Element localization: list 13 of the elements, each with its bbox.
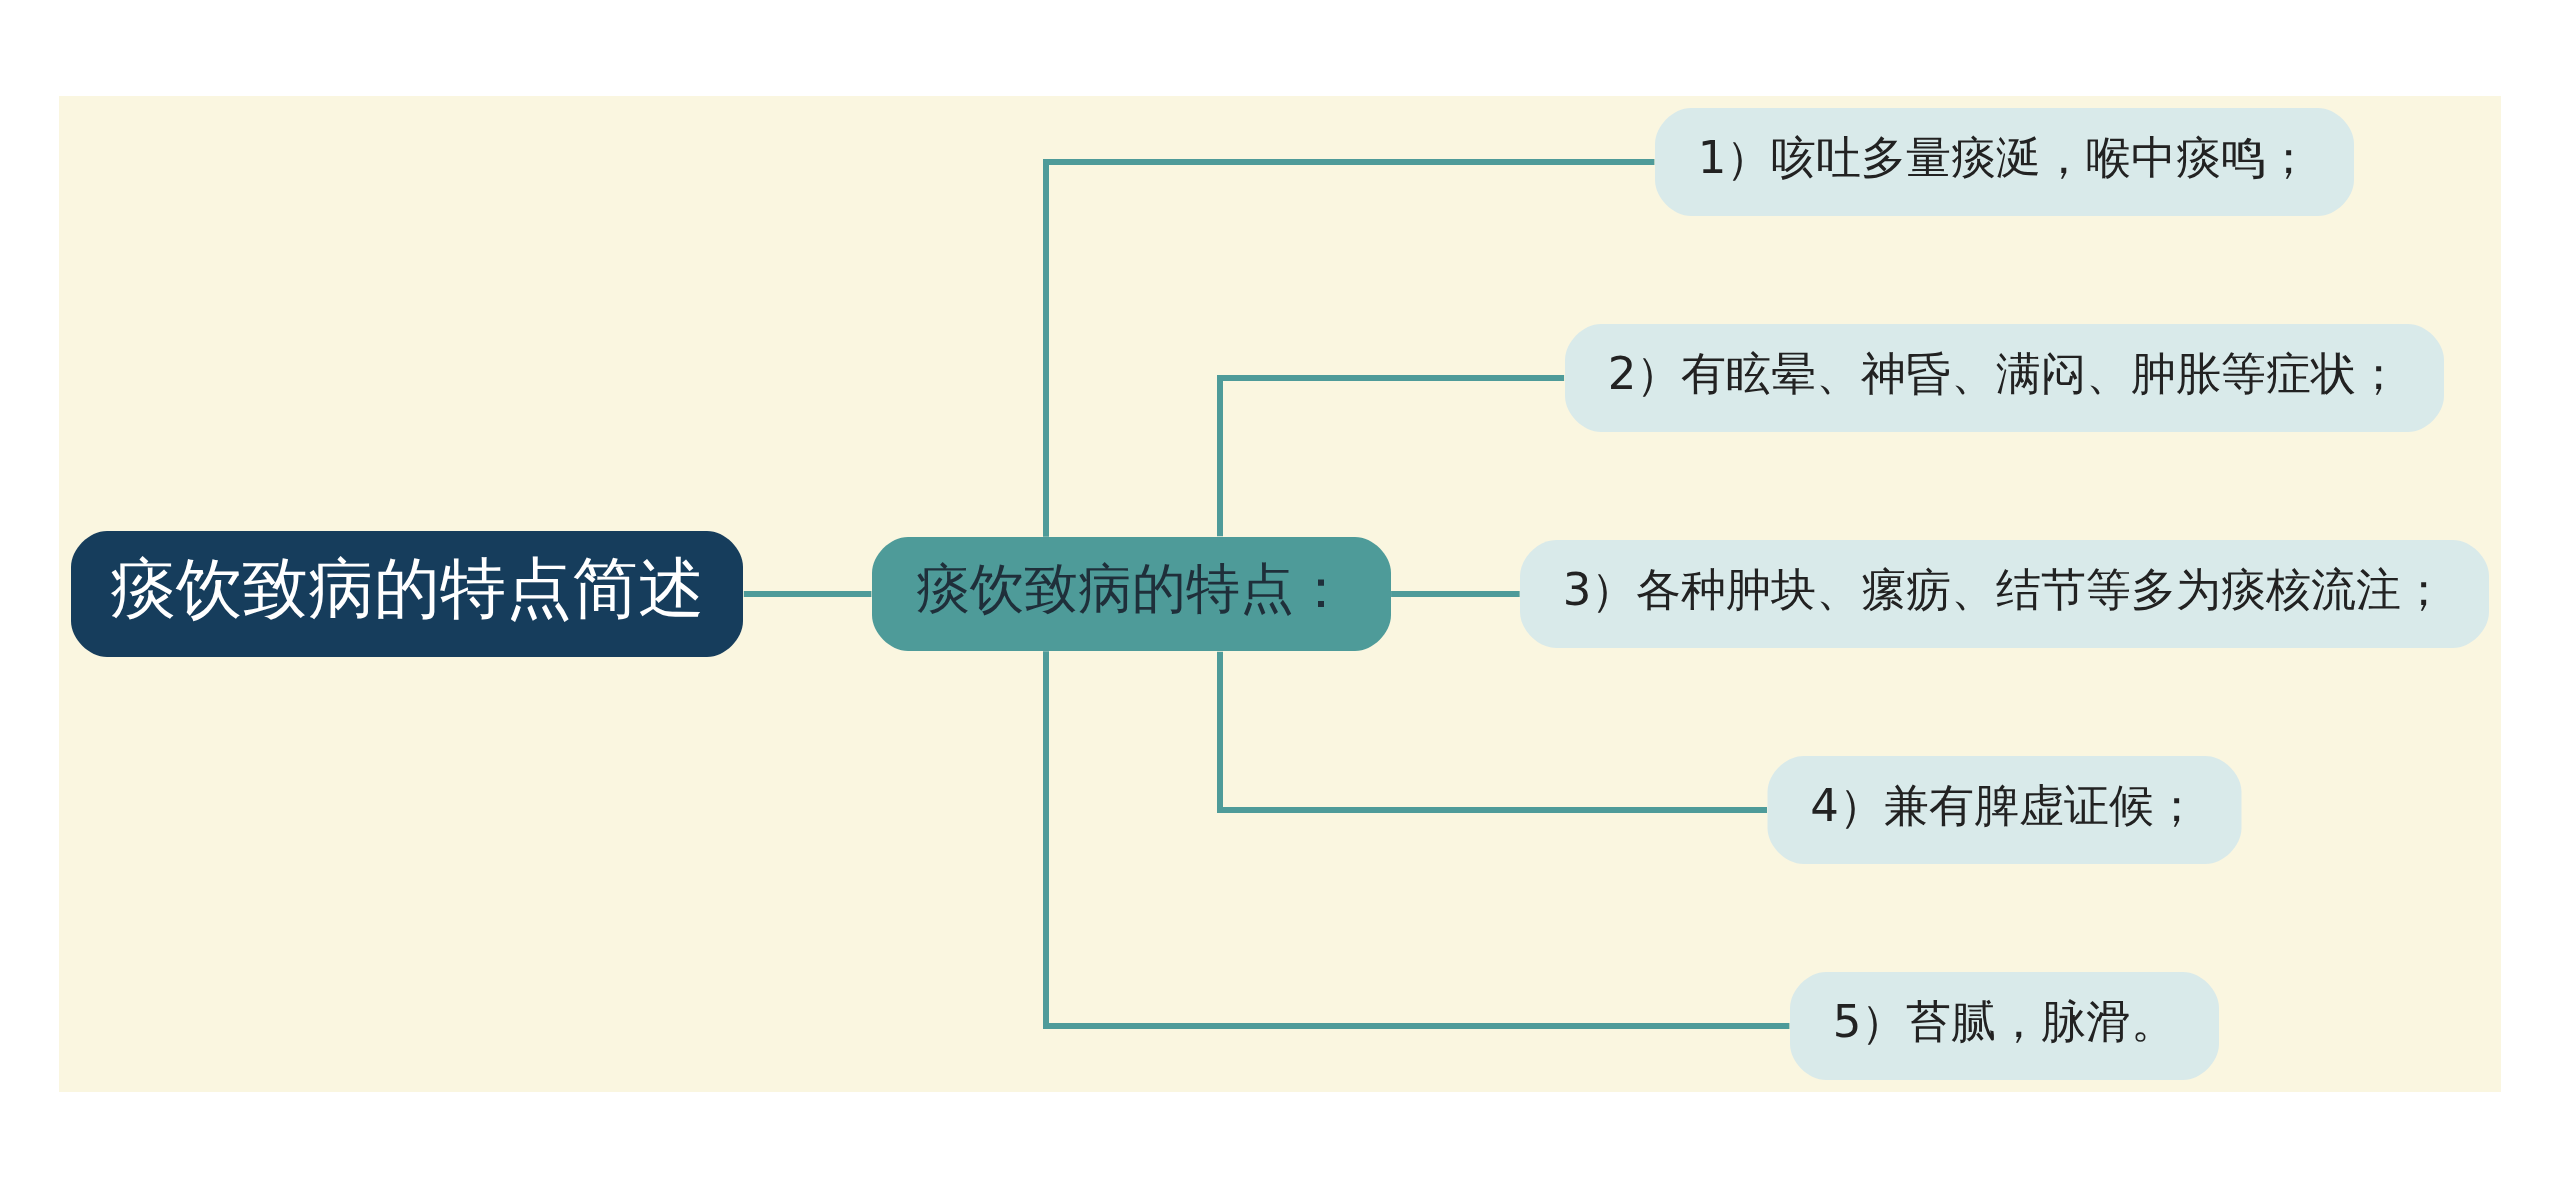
connector bbox=[1217, 374, 1565, 536]
node-box: 2）有眩晕、神昏、满闷、肿胀等症状； bbox=[1565, 323, 2444, 432]
node-box: 1）咳吐多量痰涎，喉中痰鸣； bbox=[1655, 107, 2354, 216]
connector bbox=[1217, 651, 1767, 813]
node-box: 3）各种肿块、瘰疬、结节等多为痰核流注； bbox=[1520, 539, 2489, 648]
connector bbox=[1043, 158, 1655, 537]
node-box: 痰饮致病的特点： bbox=[872, 536, 1391, 651]
connector bbox=[1391, 590, 1520, 597]
connector bbox=[743, 590, 872, 597]
node-box: 4）兼有脾虚证候； bbox=[1767, 755, 2242, 864]
node-box: 痰饮致病的特点简述 bbox=[71, 530, 743, 657]
node-box: 5）苔腻，脉滑。 bbox=[1790, 971, 2219, 1080]
connector bbox=[1043, 650, 1790, 1029]
